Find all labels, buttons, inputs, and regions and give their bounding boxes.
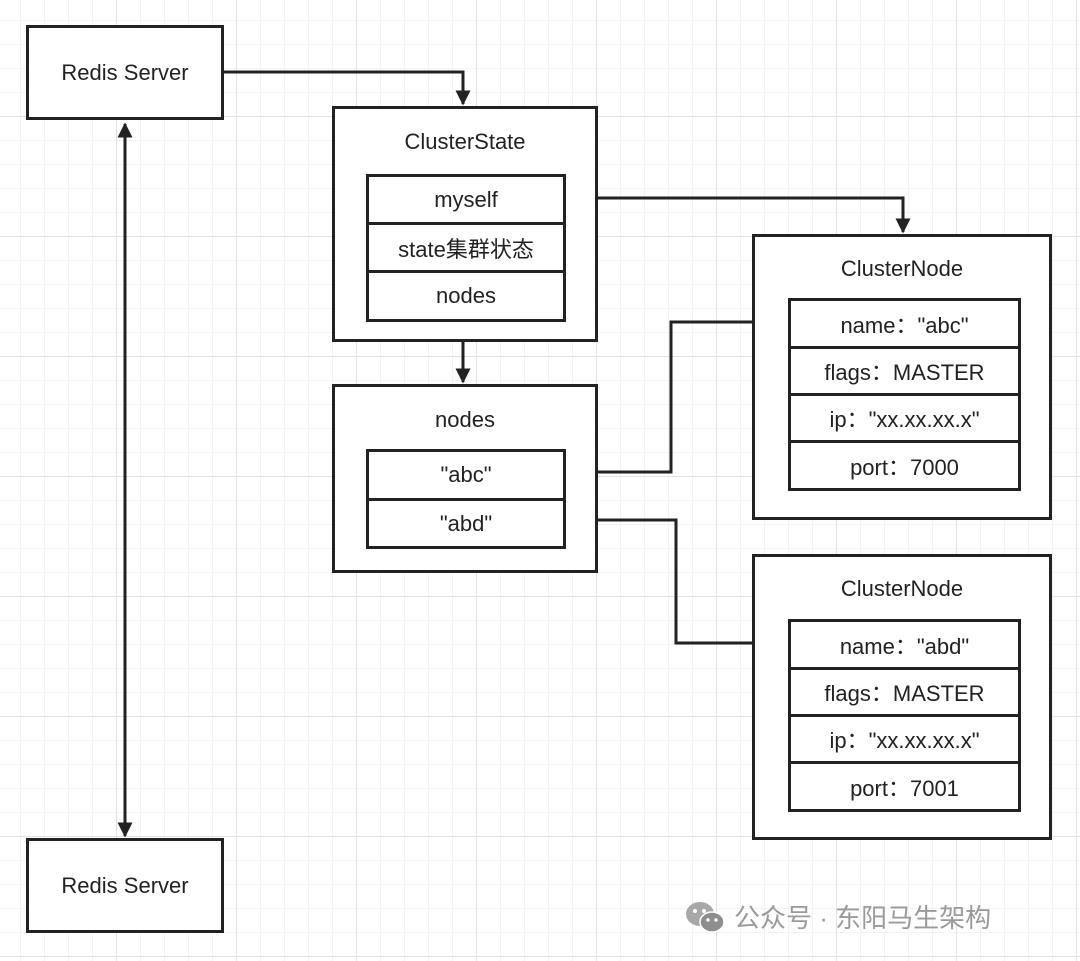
watermark-text: 公众号 · 东阳马生架构 [734, 903, 992, 933]
connector-myself-to-clusternode [564, 196, 911, 234]
nodes-dict-box: nodes "abc" "abd" [332, 384, 598, 573]
connector-abc-to-clusternode [564, 314, 786, 474]
cluster-state-field-nodes: nodes [436, 283, 496, 308]
nodes-dict-key-abc: "abc" [369, 452, 563, 501]
connector-server-to-clusterstate [222, 70, 471, 106]
redis-server-bottom: Redis Server [26, 838, 224, 933]
cluster-state-field-state: state集群状态 [369, 225, 563, 273]
cluster-node-1-field-name: name："abc" [791, 301, 1018, 349]
redis-server-bottom-label: Redis Server [61, 872, 189, 898]
cluster-state-fields: myself state集群状态 nodes [366, 174, 566, 322]
redis-server-top-label: Redis Server [61, 59, 189, 85]
wechat-icon [686, 901, 725, 933]
cluster-node-2-field-name: name："abd" [791, 622, 1018, 670]
cluster-node-2-field-port: port：7001 [850, 775, 959, 801]
cluster-state-title: ClusterState [404, 129, 526, 154]
cluster-node-box-2: ClusterNode name："abd" flags：MASTER ip："… [752, 554, 1052, 840]
nodes-dict-keys: "abc" "abd" [366, 449, 566, 549]
cluster-state-box: ClusterState myself state集群状态 nodes [332, 106, 598, 342]
cluster-node-box-1: ClusterNode name："abc" flags：MASTER ip："… [752, 234, 1052, 520]
cluster-node-fields-2: name："abd" flags：MASTER ip："xx.xx.xx.x" … [788, 619, 1021, 812]
watermark: 公众号 · 东阳马生架构 [684, 898, 991, 935]
nodes-dict-key-abd: "abd" [439, 510, 493, 536]
cluster-node-title-1: ClusterNode [840, 256, 964, 281]
cluster-node-fields-1: name："abc" flags：MASTER ip："xx.xx.xx.x" … [788, 298, 1021, 491]
nodes-dict-title: nodes [435, 407, 495, 432]
cluster-node-2-field-flags: flags：MASTER [791, 670, 1018, 717]
cluster-state-field-myself: myself [369, 177, 563, 225]
redis-server-top: Redis Server [26, 25, 224, 120]
connector-abd-to-clusternode [564, 518, 786, 651]
cluster-node-title-2: ClusterNode [840, 576, 964, 601]
cluster-node-1-field-ip: ip："xx.xx.xx.x" [791, 396, 1018, 443]
cluster-node-2-field-ip: ip："xx.xx.xx.x" [791, 717, 1018, 764]
cluster-node-1-field-flags: flags：MASTER [791, 349, 1018, 396]
cluster-node-1-field-port: port：7000 [850, 454, 959, 480]
